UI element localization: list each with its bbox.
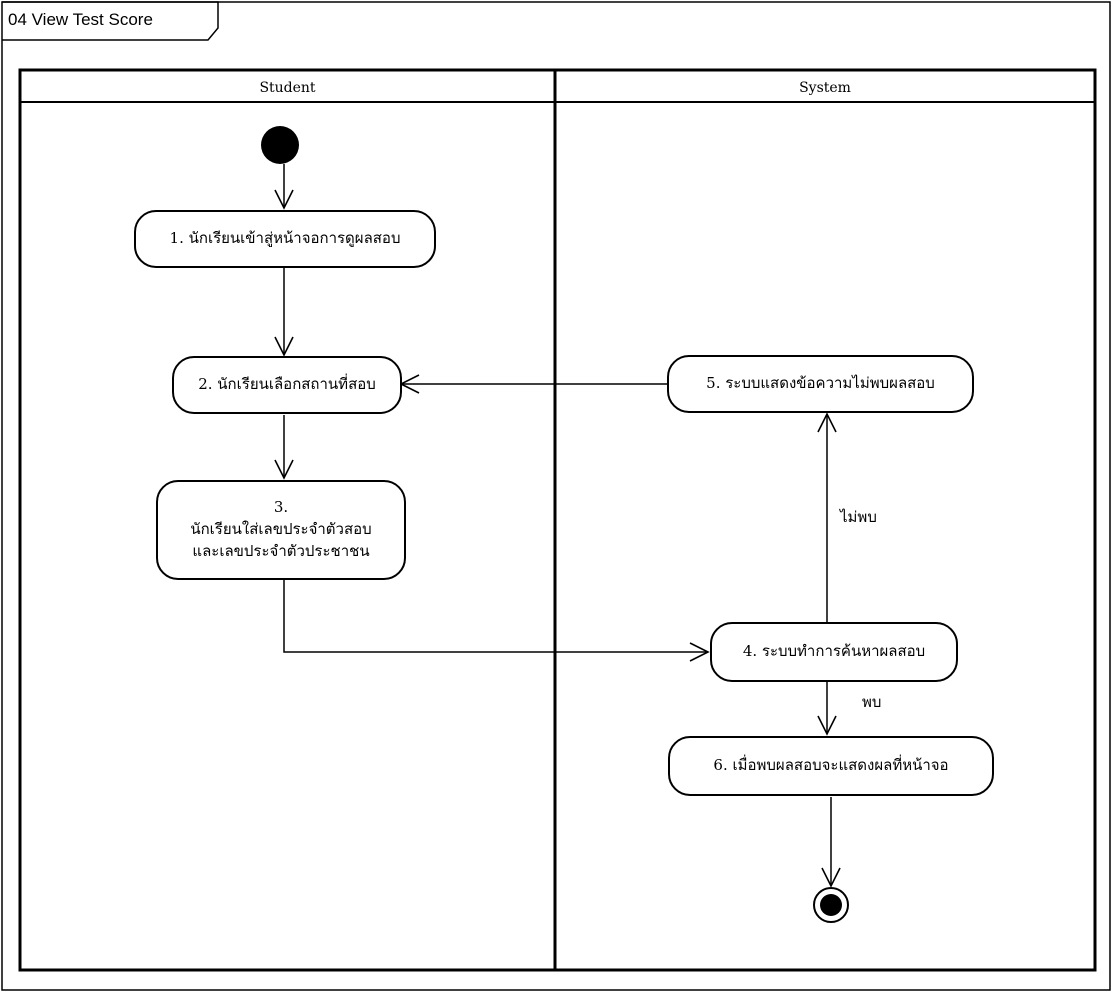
action-select-exam-location: 2. นักเรียนเลือกสถานที่สอบ [172,356,402,414]
action-select-exam-location-label: 2. นักเรียนเลือกสถานที่สอบ [198,375,376,394]
edge-n3-to-n4 [283,580,710,662]
action-show-not-found-label: 5. ระบบแสดงข้อความไม่พบผลสอบ [706,374,935,393]
final-node-inner [820,894,842,916]
action-enter-ids-line2: นักเรียนใส่เลขประจำตัวสอบ [190,520,372,539]
initial-node [261,126,299,164]
lane-header-student: Student [259,80,316,96]
action-enter-ids-line1: 3. [273,498,289,517]
action-show-score: 6. เมื่อพบผลสอบจะแสดงผลที่หน้าจอ [668,736,994,796]
action-search-score-label: 4. ระบบทำการค้นหาผลสอบ [742,642,926,661]
lane-header-system: System [799,80,851,96]
action-show-score-label: 6. เมื่อพบผลสอบจะแสดงผลที่หน้าจอ [713,756,949,775]
swimlane-container [18,68,1097,972]
guard-found: พบ [862,693,882,711]
action-enter-ids: 3. นักเรียนใส่เลขประจำตัวสอบ และเลขประจำ… [156,480,406,580]
guard-not-found: ไม่พบ [840,508,877,526]
frame-title: 04 View Test Score [8,10,153,29]
action-search-score: 4. ระบบทำการค้นหาผลสอบ [710,622,958,682]
frame-title-tab [2,1,219,41]
action-enter-ids-line3: และเลขประจำตัวประชาชน [192,541,370,560]
action-enter-score-page: 1. นักเรียนเข้าสู่หน้าจอการดูผลสอบ [134,210,436,268]
action-show-not-found: 5. ระบบแสดงข้อความไม่พบผลสอบ [667,355,974,413]
action-enter-score-page-label: 1. นักเรียนเข้าสู่หน้าจอการดูผลสอบ [169,229,401,248]
